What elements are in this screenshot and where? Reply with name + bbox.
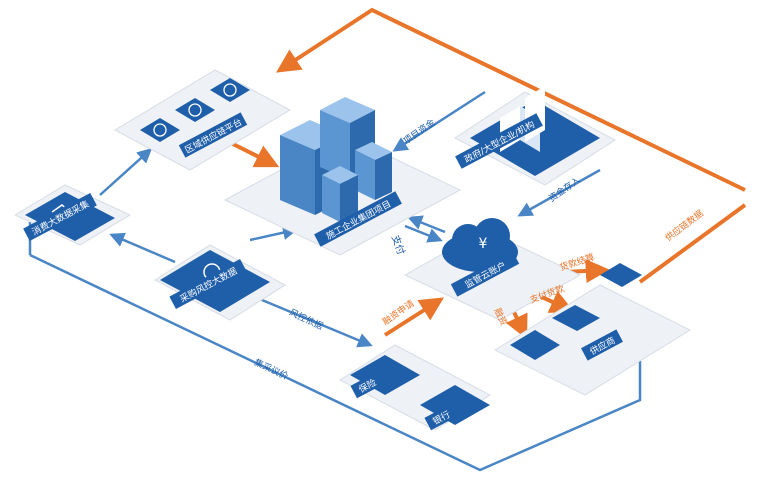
edge-bottom-loop [29,253,648,472]
globe-tiles [140,78,250,142]
edge-label-payment: 支付 [389,233,408,256]
panel-regional-platform [113,69,292,171]
edge-risk-to-insurance [249,293,373,348]
edge-risk-to-bigdata [109,232,176,264]
edge-account-to-core [407,215,446,234]
globe-icon [223,83,237,97]
supplier-items [510,263,642,360]
crane-icon [552,305,600,331]
globe-icon [188,103,202,117]
edge-gov-to-account [517,168,601,217]
edge-bigdata-to-platform [99,147,153,196]
truck-icon [600,263,642,287]
edge-financing-apply [383,297,445,337]
edge-supplier-to-loop [638,203,747,284]
edge-label-project-funds: 项目资金 [401,116,437,146]
goods-icon [510,330,560,360]
edge-risk-to-core [249,225,298,242]
edge-outer-loop [275,7,746,192]
edge-gov-to-core [392,90,486,152]
edge-label-financing-apply: 融资申请 [380,297,416,327]
globe-icon [153,123,167,137]
panel-supplier [493,284,692,396]
edge-label-price-collection: 集采议价 [252,356,290,382]
svg-text:¥: ¥ [479,236,488,252]
server-cluster-icon [280,97,392,222]
edge-label-risk-basis: 风控依据 [287,306,325,332]
